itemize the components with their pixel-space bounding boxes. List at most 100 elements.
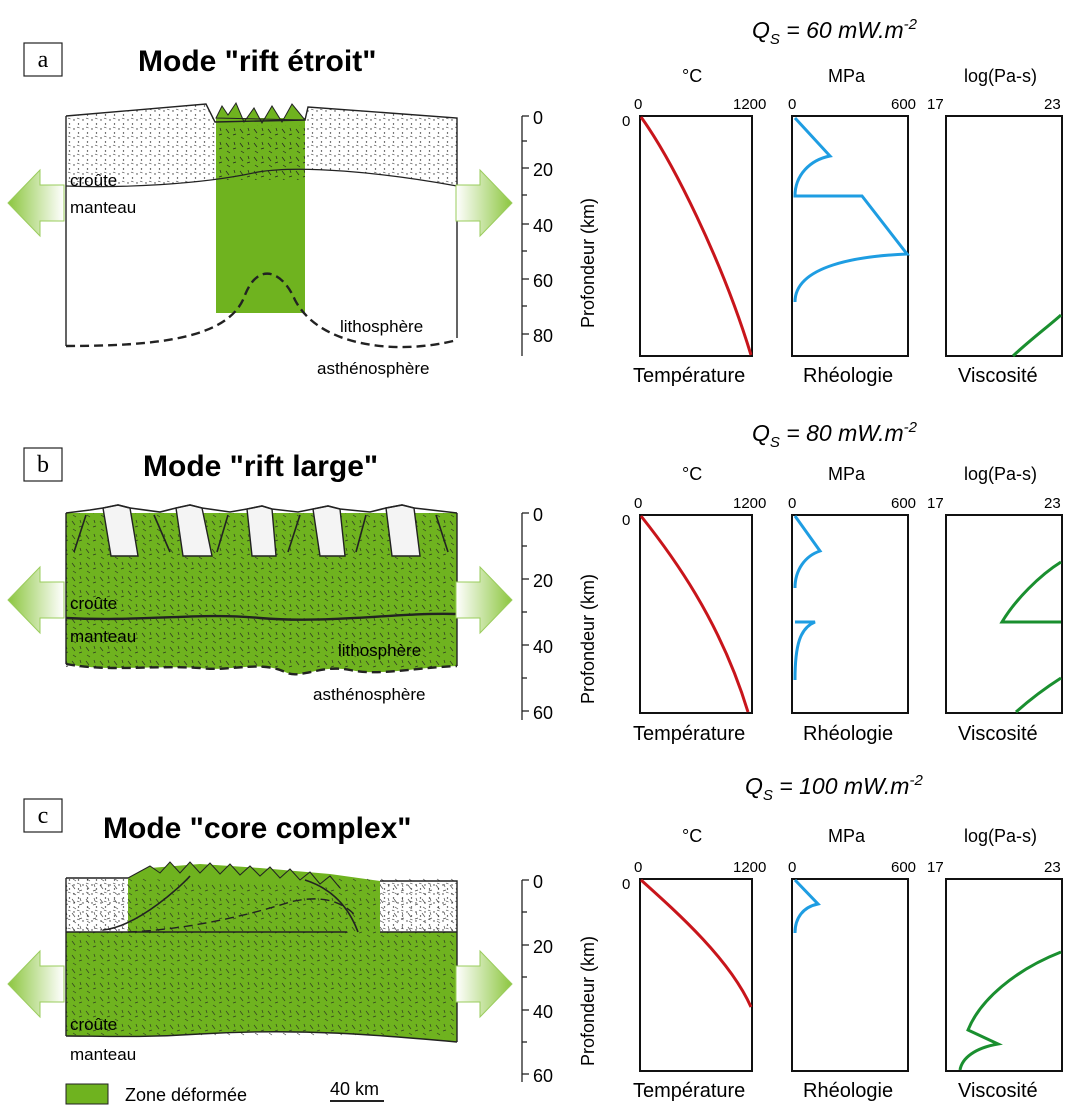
right-extension-arrow: [455, 565, 513, 635]
plot-top-zero: 0: [622, 876, 630, 893]
depth-tick: 40: [533, 216, 553, 236]
depth-tick: 40: [533, 1002, 553, 1022]
t-min: 0: [634, 96, 642, 113]
depth-axis: 0 20 40 60 Profondeur (km): [521, 505, 598, 723]
rheology-title: Rhéologie: [803, 1080, 893, 1102]
fault-blocks: [127, 861, 341, 889]
v-min: 17: [927, 495, 944, 512]
panel-letter-box: [23, 447, 63, 482]
heat-flow-label: QS = 80 mW.m-2: [752, 419, 918, 451]
t-min: 0: [634, 859, 642, 876]
label-lithosphere: lithosphère: [338, 641, 421, 660]
panel-title: Mode "core complex": [103, 812, 412, 845]
left-extension-arrow: [7, 565, 65, 635]
temperature-plot-frame: [639, 514, 753, 714]
temperature-unit: °C: [682, 66, 702, 86]
label-mantle: manteau: [70, 1045, 136, 1064]
t-max: 1200: [733, 96, 766, 113]
label-lithosphere: lithosphère: [340, 317, 423, 336]
label-crust: croûte: [70, 171, 117, 190]
temperature-title: Température: [633, 1080, 745, 1102]
moho-line: [65, 612, 458, 621]
right-extension-arrow: [455, 168, 513, 238]
rheology-title: Rhéologie: [803, 365, 893, 387]
temperature-curve: [639, 116, 753, 356]
fault-blocks: [215, 101, 307, 125]
viscosity-title: Viscosité: [958, 1080, 1038, 1102]
rheology-plot-frame: [791, 115, 909, 357]
t-max: 1200: [733, 859, 766, 876]
panel-letter-box: [23, 42, 63, 77]
v-min: 17: [927, 859, 944, 876]
v-max: 23: [1044, 495, 1061, 512]
depth-axis-title: Profondeur (km): [578, 198, 598, 328]
temperature-title: Température: [633, 723, 745, 745]
r-max: 600: [891, 96, 916, 113]
temperature-plot-frame: [639, 115, 753, 357]
label-mantle: manteau: [70, 198, 136, 217]
depth-tick: 20: [533, 160, 553, 180]
rheology-curve: [793, 878, 821, 934]
t-max: 1200: [733, 495, 766, 512]
legend-label: Zone déformée: [125, 1085, 247, 1105]
temperature-plot-frame: [639, 878, 753, 1072]
depth-axis-title: Profondeur (km): [578, 936, 598, 1066]
depth-tick: 40: [533, 637, 553, 657]
v-min: 17: [927, 96, 944, 113]
viscosity-unit: log(Pa-s): [964, 66, 1037, 86]
heat-flow-label: QS = 100 mW.m-2: [745, 772, 923, 804]
depth-axis-title: Profondeur (km): [578, 574, 598, 704]
viscosity-title: Viscosité: [958, 723, 1038, 745]
temperature-unit: °C: [682, 464, 702, 484]
r-max: 600: [891, 859, 916, 876]
plot-top-zero: 0: [622, 113, 630, 130]
temperature-curve: [639, 515, 750, 713]
depth-tick: 20: [533, 571, 553, 591]
v-max: 23: [1044, 96, 1061, 113]
left-extension-arrow: [7, 168, 65, 238]
lab-line: [65, 272, 458, 349]
plot-top-zero: 0: [622, 512, 630, 529]
rheology-unit: MPa: [828, 826, 866, 846]
scale-label: 40 km: [330, 1079, 379, 1099]
moho-line: [65, 168, 458, 188]
v-max: 23: [1044, 859, 1061, 876]
r-max: 600: [891, 495, 916, 512]
depth-tick: 60: [533, 1066, 553, 1086]
depth-axis: 0 20 40 60 Profondeur (km): [521, 872, 598, 1086]
panel-b: b Mode "rift large" croûte manteau: [7, 419, 1063, 745]
viscosity-curve: [1011, 313, 1063, 358]
temperature-curve: [639, 878, 753, 1008]
viscosity-plot-frame: [945, 878, 1063, 1072]
legend: Zone déformée 40 km: [65, 1079, 384, 1105]
depth-tick: 60: [533, 271, 553, 291]
profile-plots: °C MPa log(Pa-s) 0 1200 0 600 17 23 0 Te…: [622, 826, 1063, 1102]
t-min: 0: [634, 495, 642, 512]
panel-letter: c: [38, 803, 49, 829]
viscosity-title: Viscosité: [958, 365, 1038, 387]
panel-a: a Mode "rift étroit" croûte manteau lith…: [7, 16, 1063, 387]
depth-tick: 0: [533, 108, 543, 128]
viscosity-plot-frame: [945, 514, 1063, 714]
label-crust: croûte: [70, 1015, 117, 1034]
viscosity-unit: log(Pa-s): [964, 826, 1037, 846]
label-crust: croûte: [70, 594, 117, 613]
cross-section: croûte manteau lithosphère asthénosphère: [65, 504, 458, 704]
rheology-unit: MPa: [828, 464, 866, 484]
rheology-plot-frame: [791, 514, 909, 714]
depth-axis: 0 20 40 60 80 Profondeur (km): [521, 108, 598, 356]
left-extension-arrow: [7, 949, 65, 1019]
depth-tick: 0: [533, 505, 543, 525]
profile-plots: °C MPa log(Pa-s) 0 1200 0 600 17 23 0 Te…: [622, 464, 1063, 745]
cross-section: croûte manteau: [65, 861, 458, 1064]
panel-title: Mode "rift étroit": [138, 45, 376, 78]
panel-title: Mode "rift large": [143, 450, 378, 483]
profile-plots: °C MPa log(Pa-s) 0 1200 0 600 17 23 0 Te…: [622, 66, 1063, 387]
panel-letter-box: [23, 798, 63, 833]
depth-tick: 60: [533, 703, 553, 723]
rheology-plot-frame: [791, 878, 909, 1072]
label-mantle: manteau: [70, 627, 136, 646]
depth-tick: 20: [533, 937, 553, 957]
label-asthenosphere: asthénosphère: [313, 685, 425, 704]
